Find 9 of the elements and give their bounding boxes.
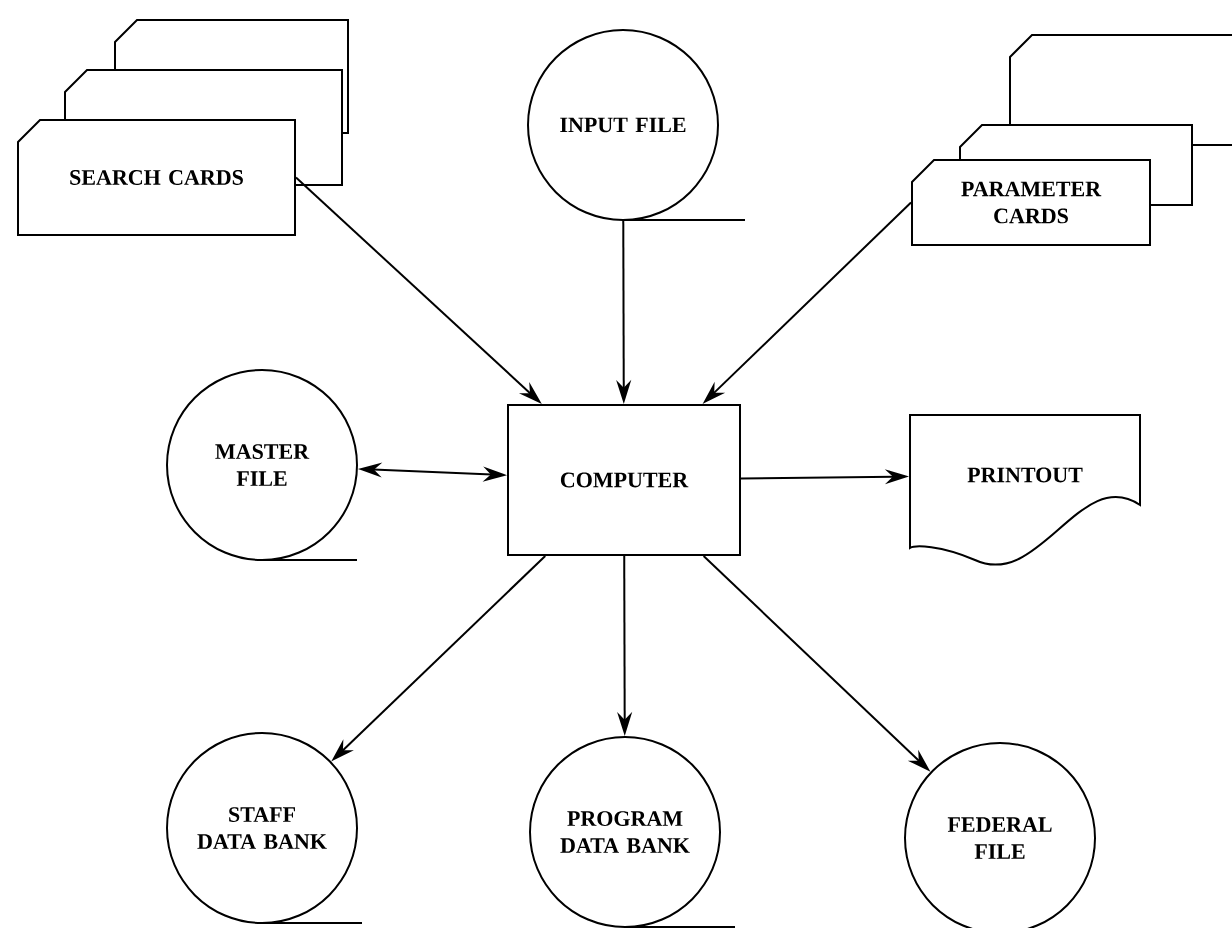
tape-reel: FEDERAL FILE xyxy=(904,742,1096,928)
tape-reel: MASTER FILE xyxy=(166,369,358,561)
node-label: PARAMETER CARDS xyxy=(961,181,1102,224)
tape-reel: INPUT FILE xyxy=(527,29,746,221)
tape-reel: STAFF DATA BANK xyxy=(166,732,363,924)
process-box: COMPUTER xyxy=(507,404,741,556)
tape-reel: PROGRAM DATA BANK xyxy=(529,736,736,928)
card-deck: SEARCH CARDS xyxy=(17,19,349,236)
card-deck: PARAMETER CARDS xyxy=(911,34,1232,246)
